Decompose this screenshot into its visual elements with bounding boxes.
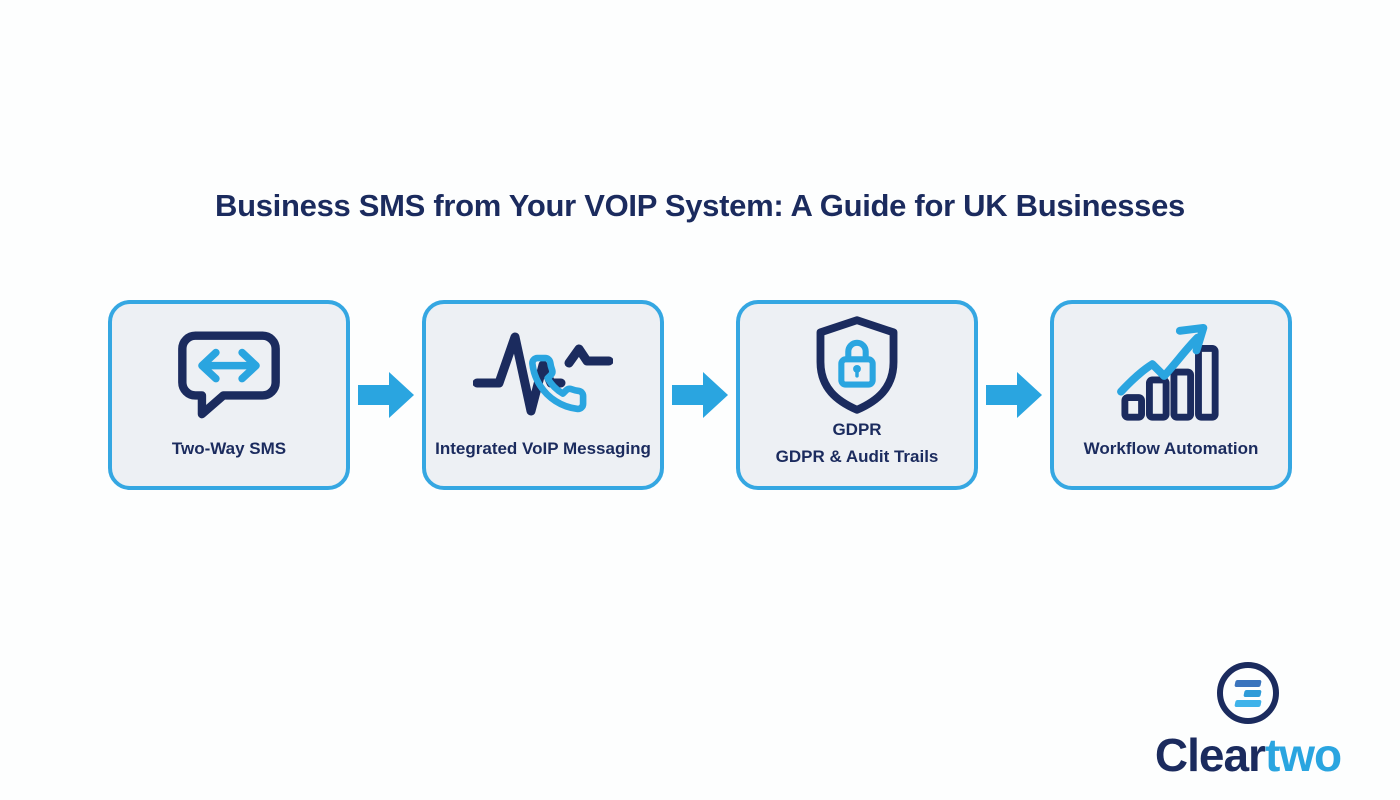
- step-label: GDPR & Audit Trails: [775, 446, 939, 466]
- flow-arrow-icon: [986, 372, 1042, 418]
- page-title: Business SMS from Your VOIP System: A Gu…: [215, 188, 1185, 223]
- logo-text-secondary: two: [1264, 729, 1342, 781]
- step-box-voip-messaging: Integrated VoIP Messaging: [422, 300, 664, 490]
- flow-arrow-icon: [358, 372, 414, 418]
- flow-arrow-icon: [672, 372, 728, 418]
- cleartwo-logo-text: Cleartwo: [1138, 732, 1358, 778]
- step-label: Two-Way SMS: [171, 438, 287, 458]
- workflow-growth-chart-icon: [1117, 304, 1225, 436]
- step-box-workflow-automation: Workflow Automation: [1050, 300, 1292, 490]
- step-label: Integrated VoIP Messaging: [435, 438, 651, 458]
- step-top-label: GDPR: [832, 420, 882, 440]
- gdpr-shield-lock-icon: [809, 304, 905, 417]
- step-box-gdpr-audit-trails: GDPR GDPR & Audit Trails: [736, 300, 978, 490]
- process-flow: Two-Way SMS Integrated VoIP Messaging: [0, 300, 1400, 490]
- voip-pulse-phone-icon: [473, 304, 613, 436]
- step-label: Workflow Automation: [1083, 438, 1259, 458]
- cleartwo-logo: Cleartwo: [1138, 662, 1358, 778]
- step-box-two-way-sms: Two-Way SMS: [108, 300, 350, 490]
- cleartwo-logo-icon: [1217, 662, 1279, 724]
- two-way-sms-bubble-icon: [173, 304, 285, 436]
- logo-text-primary: Clear: [1154, 729, 1266, 781]
